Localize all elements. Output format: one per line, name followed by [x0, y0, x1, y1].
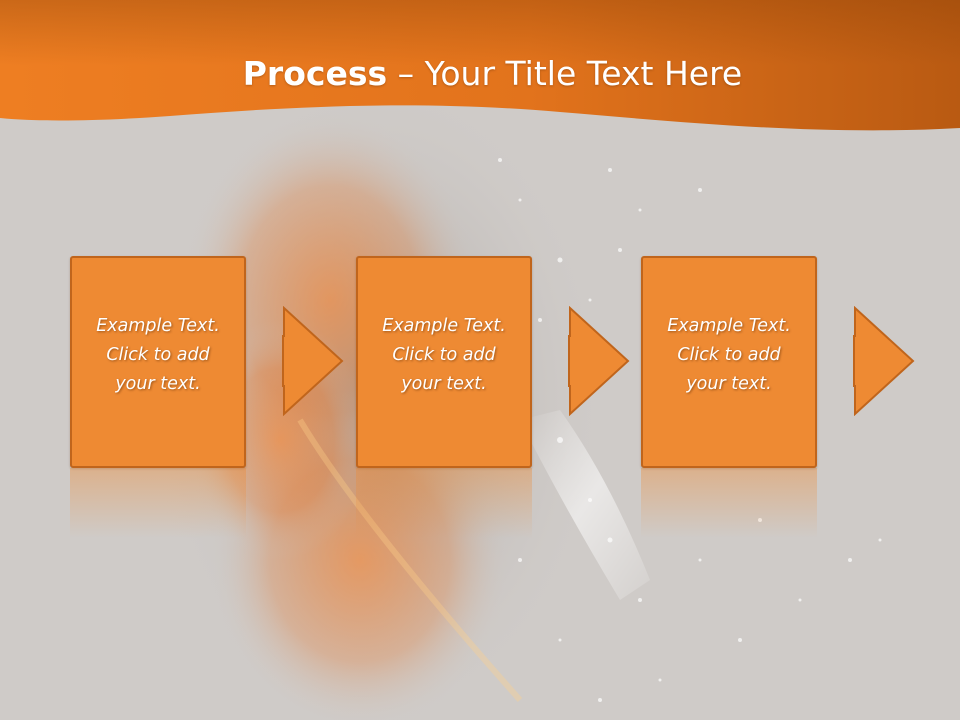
process-step-3-text[interactable]: Example Text. Click to add your text.: [667, 316, 791, 394]
process-step-2[interactable]: Example Text. Click to add your text.: [356, 256, 532, 468]
process-arrow-1-icon: [282, 306, 344, 416]
slide-title-rest: – Your Title Text Here: [387, 54, 743, 93]
process-step-2-reflection: [356, 468, 532, 538]
process-step-2-text[interactable]: Example Text. Click to add your text.: [382, 316, 506, 394]
process-step-1-text[interactable]: Example Text. Click to add your text.: [96, 316, 220, 394]
process-step-1-reflection: [70, 468, 246, 538]
process-step-1[interactable]: Example Text. Click to add your text.: [70, 256, 246, 468]
header-banner: [0, 0, 960, 131]
slide-title-bold: Process: [242, 54, 388, 93]
water-splash-droplets: [498, 158, 882, 702]
process-arrow-2-icon: [568, 306, 630, 416]
slide-title[interactable]: Process – Your Title Text Here: [0, 52, 960, 96]
process-step-3[interactable]: Example Text. Click to add your text.: [641, 256, 817, 468]
process-arrow-3-icon: [853, 306, 915, 416]
process-step-3-reflection: [641, 468, 817, 538]
